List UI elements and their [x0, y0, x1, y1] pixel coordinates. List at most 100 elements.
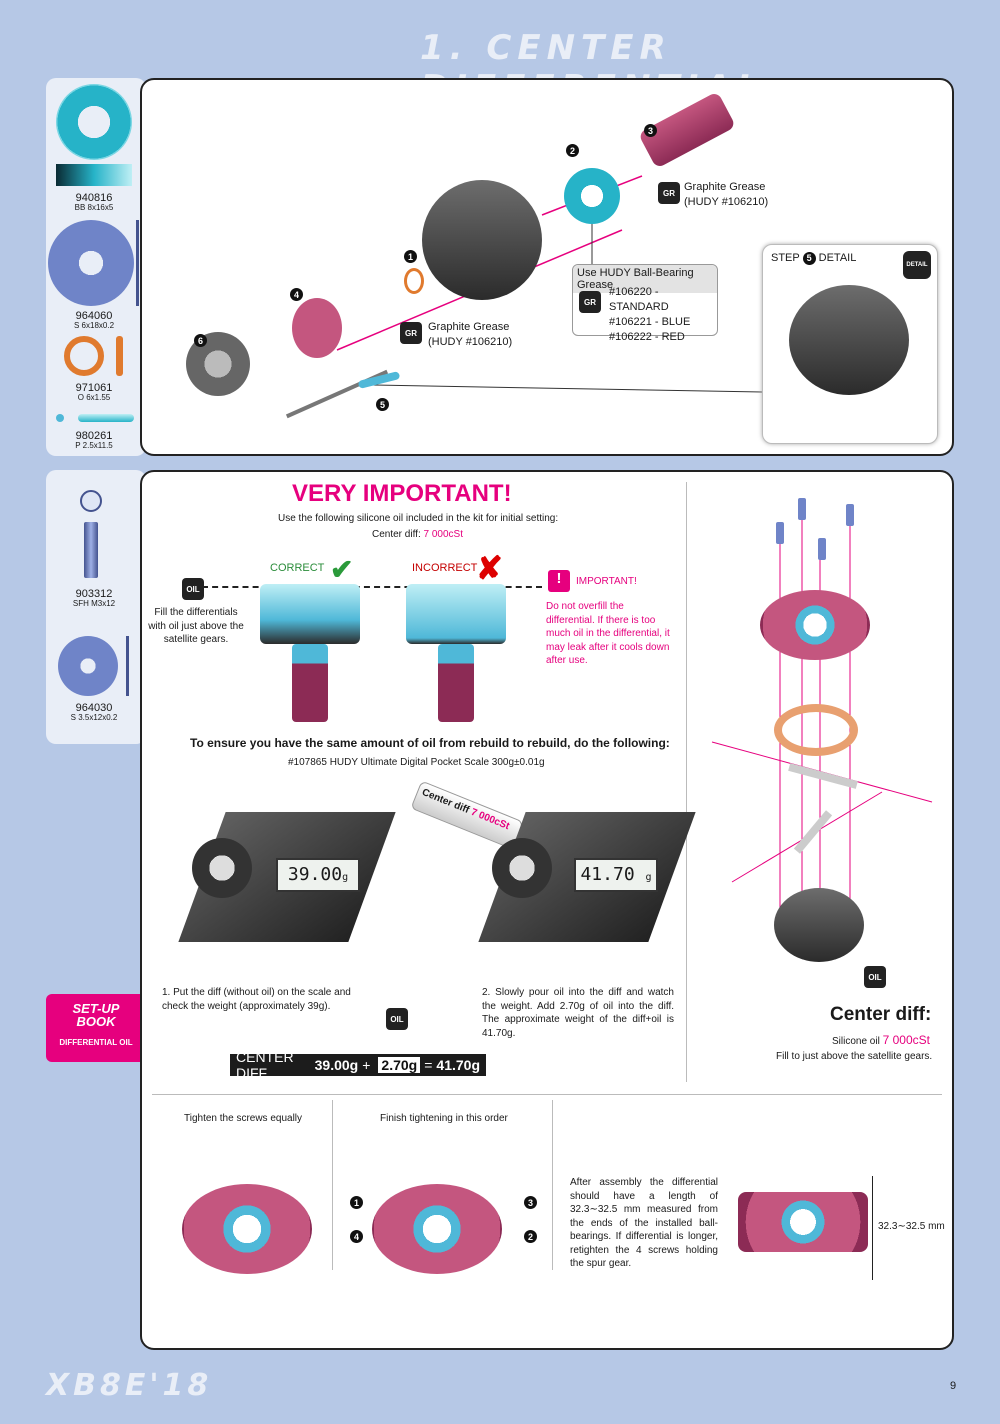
shim-large-icon [48, 220, 134, 306]
diff-on-scale-2 [492, 838, 552, 898]
graphite-grease-label-top: Graphite Grease(HUDY #106210) [684, 181, 769, 208]
washer-icon [58, 636, 118, 696]
correct-label: CORRECT [270, 562, 325, 574]
center-diff-fill: Fill to just above the satellite gears. [776, 1051, 933, 1062]
incorrect-label: INCORRECT [412, 562, 478, 574]
warning-icon: ! [548, 570, 570, 592]
gear-assembly-2 [372, 1184, 502, 1274]
diff-correct-image [260, 584, 360, 644]
diff-incorrect-outdrive [438, 644, 474, 722]
detail-magnifier-icon: DETAIL [903, 251, 931, 279]
center-diff-title: Center diff: [830, 1004, 932, 1025]
center-diff-case [774, 888, 864, 962]
diff-screw-2 [846, 504, 854, 526]
step-num-6: 6 [194, 334, 207, 347]
diff-screw-4 [818, 538, 826, 560]
cross-icon: ✘ [476, 550, 503, 586]
shim-part [292, 298, 342, 358]
o-ring-icon [64, 336, 104, 376]
bearing-icon [56, 84, 132, 160]
screw-head-icon [80, 490, 102, 512]
oil-bottle: Center diff 7 000cSt [410, 780, 524, 850]
important-panel: VERY IMPORTANT! Use the following silico… [140, 470, 954, 1350]
bearing-side-icon [56, 164, 132, 186]
warning-title: IMPORTANT! [576, 576, 637, 587]
step-num-3: 3 [644, 124, 657, 137]
fill-level-line [202, 586, 542, 588]
order-num-2: 2 [524, 1230, 537, 1243]
page-number: 9 [950, 1380, 957, 1392]
setup-book-tab[interactable]: SET-UP BOOK DIFFERENTIAL OIL [46, 994, 146, 1062]
caption-order: Finish tightening in this order [380, 1113, 508, 1124]
step-num-4: 4 [290, 288, 303, 301]
assembly-panel: 3 2 1 4 6 5 GR Graphite Grease(HUDY #106… [140, 78, 954, 456]
pin-end-icon [56, 414, 64, 422]
order-num-3: 3 [524, 1196, 537, 1209]
bearing-grease-title: Use HUDY Ball-Bearing Grease [573, 265, 717, 293]
o-ring-side-icon [116, 336, 123, 376]
important-intro: Use the following silicone oil included … [278, 513, 559, 524]
diff-screw-1 [798, 498, 806, 520]
rebuild-title: To ensure you have the same amount of oi… [190, 736, 670, 750]
order-num-4: 4 [350, 1230, 363, 1243]
bearing-grease-box: Use HUDY Ball-Bearing Grease GR #106220 … [572, 264, 718, 343]
oil-icon-formula: OIL [386, 1008, 408, 1030]
order-num-1: 1 [350, 1196, 363, 1209]
gear-assembly-1 [182, 1184, 312, 1274]
bearing-grease-list: #106220 - STANDARD #106221 - BLUE #10622… [609, 286, 691, 343]
step-text-2: 2. Slowly pour oil into the diff and wat… [482, 987, 674, 1039]
diff-on-scale-1 [192, 838, 252, 898]
weight-formula: CENTER DIFF 39.00g + 2.70g = 41.70g [230, 1049, 486, 1081]
scale-ref: #107865 HUDY Ultimate Digital Pocket Sca… [288, 757, 545, 768]
center-diff-oil: Center diff: 7 000cSt [372, 529, 463, 540]
measure-label: 32.3∼32.5 mm [878, 1221, 945, 1232]
bearing-part [564, 168, 620, 224]
center-diff-oil-right: Silicone oil 7 000cSt [832, 1033, 930, 1047]
detail-title: STEP 5 DETAIL [771, 251, 857, 265]
bearing-grease-icon: GR [579, 291, 601, 313]
graphite-grease-icon: GR [658, 182, 680, 204]
step-num-1: 1 [404, 250, 417, 263]
important-title: VERY IMPORTANT! [292, 480, 512, 507]
detail-diff-image [789, 285, 909, 395]
oil-icon-right: OIL [864, 966, 886, 988]
caption-tighten: Tighten the screws equally [184, 1113, 303, 1124]
pin-icon [78, 414, 134, 422]
divider-vertical [686, 482, 687, 1082]
check-icon: ✔ [330, 554, 354, 585]
divider-bottom-2 [552, 1100, 553, 1270]
step-text-1: 1. Put the diff (without oil) on the sca… [162, 987, 351, 1012]
assembly-text: After assembly the differential should h… [570, 1177, 718, 1269]
divider-bottom-1 [332, 1100, 333, 1270]
warning-text: Do not overfill the differential. If the… [546, 601, 670, 666]
measure-line [872, 1176, 873, 1280]
diff-screw-3 [776, 522, 784, 544]
diff-incorrect-image [406, 584, 506, 644]
diff-case [422, 180, 542, 300]
shim-side-icon [136, 220, 139, 306]
setup-book-line2: BOOK [76, 1014, 116, 1029]
spur-gear [760, 590, 870, 660]
gasket [774, 704, 858, 756]
washer-side-icon [126, 636, 129, 696]
brand-logo: XB8E'18 [46, 1368, 213, 1403]
scale-reading-1: 39.00g [276, 858, 360, 892]
screw-icon [84, 522, 98, 578]
oil-icon: OIL [182, 578, 204, 600]
diff-correct-outdrive [292, 644, 328, 722]
step-num-5: 5 [376, 398, 389, 411]
step-num-2: 2 [566, 144, 579, 157]
setup-book-sub: DIFFERENTIAL OIL [59, 1038, 133, 1047]
measured-assembly [738, 1192, 868, 1252]
o-ring-part [404, 268, 424, 294]
scale-reading-2: 41.70 g [574, 858, 658, 892]
divider-horizontal [152, 1094, 942, 1095]
fill-text: Fill the differentials with oil just abo… [148, 607, 244, 645]
